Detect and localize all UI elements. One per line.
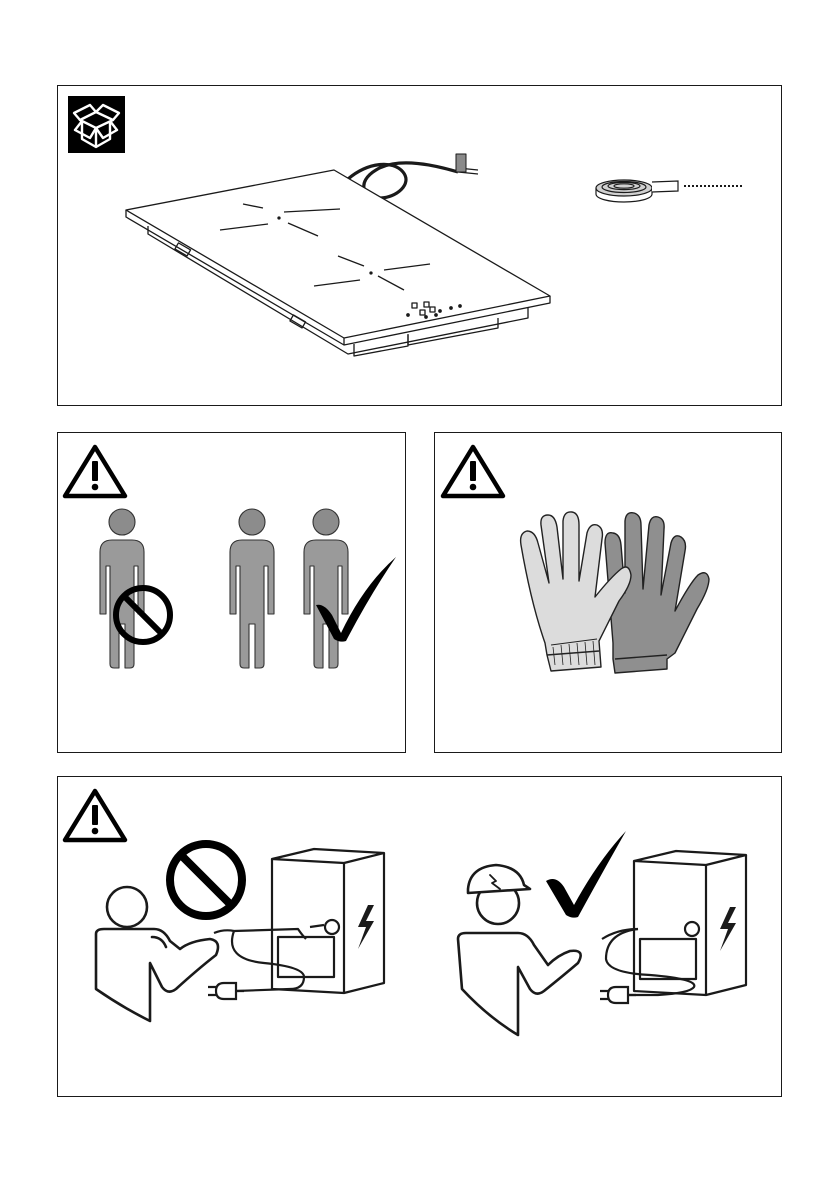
two-persons-figure bbox=[230, 509, 348, 668]
two-person-lift-panel bbox=[57, 432, 406, 753]
package-contents-panel bbox=[57, 85, 782, 406]
sealing-tape-roll-icon bbox=[596, 180, 742, 202]
electrical-cabinet-icon bbox=[602, 851, 746, 995]
checkmark-icon bbox=[546, 831, 626, 918]
warning-triangle-icon bbox=[65, 791, 125, 840]
package-box-icon bbox=[68, 96, 125, 153]
prohibited-icon bbox=[170, 844, 242, 916]
plug-icon bbox=[600, 987, 636, 1003]
induction-hob-illustration bbox=[126, 154, 550, 356]
qualified-electrician-panel bbox=[57, 776, 782, 1097]
high-voltage-icon bbox=[358, 905, 374, 949]
high-voltage-icon bbox=[720, 907, 736, 951]
protective-gloves-icon bbox=[521, 512, 709, 673]
warning-triangle-icon bbox=[65, 447, 125, 496]
plug-icon bbox=[208, 983, 244, 999]
person-prohibited-figure bbox=[96, 887, 218, 1021]
warning-triangle-icon bbox=[443, 447, 503, 496]
wear-gloves-panel bbox=[434, 432, 782, 753]
